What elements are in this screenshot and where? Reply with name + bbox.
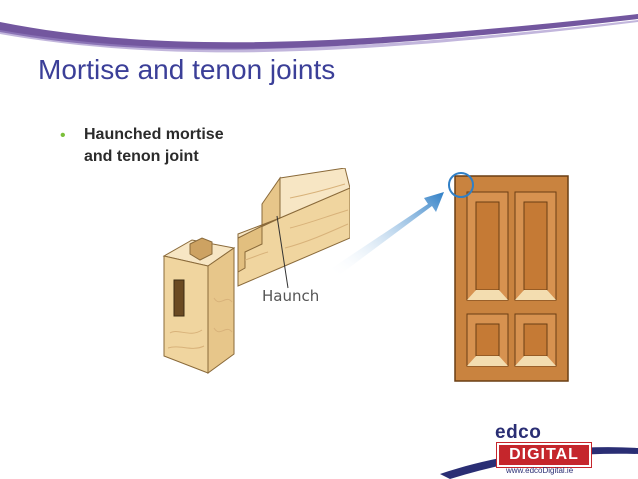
door-panels: [466, 191, 557, 367]
logo-url-text: www.edcoDigital.ie: [506, 466, 574, 475]
slide-title: Mortise and tenon joints: [38, 54, 336, 85]
bullet-dot-icon: •: [60, 127, 66, 144]
mortise-stile: [162, 237, 236, 374]
logo-digital-text: DIGITAL: [509, 446, 579, 463]
callout-leader-line: [276, 215, 289, 289]
door-illustration: [332, 172, 569, 382]
highlight-circle: [448, 172, 474, 198]
joint-illustration: [162, 168, 350, 374]
bullet-text-line-1: Haunched mortise: [84, 126, 224, 143]
edco-digital-logo: edco DIGITAL www.edcoDigital.ie: [440, 414, 638, 479]
bullet-item: • Haunched mortise and tenon joint: [60, 124, 224, 168]
tenon-rail: [237, 168, 350, 287]
bullet-text-line-2: and tenon joint: [84, 148, 199, 165]
logo-digital-box: DIGITAL: [496, 442, 592, 468]
logo-edco-text: edco: [495, 422, 542, 443]
bullet-list: • Haunched mortise and tenon joint: [60, 124, 224, 168]
top-swoosh-decoration: [0, 0, 638, 53]
pointer-arrow: [332, 192, 444, 276]
haunch-callout-label: Haunch: [262, 287, 320, 305]
